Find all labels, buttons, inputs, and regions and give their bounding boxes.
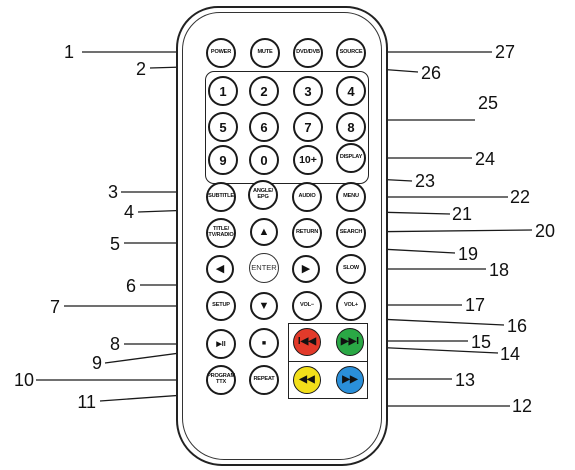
audio-button[interactable]: AUDIO <box>292 182 322 212</box>
program-ttx-button[interactable]: PROGRAM TTX <box>206 365 236 395</box>
num-5-button[interactable]: 5 <box>208 112 238 142</box>
callout-19: 19 <box>458 244 479 264</box>
num-6-button[interactable]: 6 <box>249 112 279 142</box>
callout-11: 11 <box>77 392 96 412</box>
right-arrow-button[interactable]: ▶ <box>292 255 320 283</box>
num-0-button[interactable]: 0 <box>249 145 279 175</box>
num-2-button[interactable]: 2 <box>249 76 279 106</box>
left-arrow-button[interactable]: ◀ <box>206 255 234 283</box>
numpad-frame <box>205 71 369 184</box>
num-10plus-button[interactable]: 10+ <box>293 145 323 175</box>
num-9-button[interactable]: 9 <box>208 145 238 175</box>
vol-minus-button[interactable]: VOL− <box>292 291 322 321</box>
slow-button[interactable]: SLOW <box>336 254 366 284</box>
callout-26: 26 <box>421 63 442 83</box>
remote-body-inner <box>182 12 382 460</box>
callout-10: 10 <box>13 370 34 390</box>
callout-13: 13 <box>455 370 476 390</box>
callout-2: 2 <box>135 59 146 79</box>
callout-9: 9 <box>91 353 102 373</box>
callout-15: 15 <box>471 332 492 352</box>
callout-1: 1 <box>63 42 74 62</box>
title-tv-radio-button[interactable]: TITLE/ TV/RADIO <box>206 218 236 248</box>
num-7-button[interactable]: 7 <box>293 112 323 142</box>
up-arrow-button[interactable]: ▲ <box>250 218 278 246</box>
stop-button[interactable]: ■ <box>249 328 279 358</box>
callout-7: 7 <box>49 297 60 317</box>
mute-button[interactable]: MUTE <box>250 38 280 68</box>
num-3-button[interactable]: 3 <box>293 76 323 106</box>
callout-17: 17 <box>465 295 486 315</box>
vol-plus-button[interactable]: VOL+ <box>336 291 366 321</box>
color-keys-divider <box>288 361 368 362</box>
callout-21: 21 <box>452 204 473 224</box>
num-1-button[interactable]: 1 <box>208 76 238 106</box>
source-button[interactable]: SOURCE <box>336 38 366 68</box>
power-button[interactable]: POWER <box>206 38 236 68</box>
callout-22: 22 <box>510 187 531 207</box>
play-pause-button[interactable]: ▶II <box>206 329 236 359</box>
callout-3: 3 <box>107 182 118 202</box>
callout-27: 27 <box>495 42 516 62</box>
callout-16: 16 <box>507 316 528 336</box>
search-button[interactable]: SEARCH <box>336 218 366 248</box>
enter-button[interactable]: ENTER <box>249 253 279 283</box>
callout-12: 12 <box>512 396 533 416</box>
repeat-button[interactable]: REPEAT <box>249 365 279 395</box>
callout-18: 18 <box>489 260 510 280</box>
num-8-button[interactable]: 8 <box>336 112 366 142</box>
callout-4: 4 <box>123 202 134 222</box>
return-button[interactable]: RETURN <box>292 218 322 248</box>
prev-red-button[interactable]: I◀◀ <box>293 328 321 356</box>
down-arrow-button[interactable]: ▼ <box>250 292 278 320</box>
dvd-dvb-button[interactable]: DVD/DVB <box>293 38 323 68</box>
rewind-yellow-button[interactable]: ◀◀ <box>293 366 321 394</box>
callout-14: 14 <box>500 344 521 364</box>
callout-24: 24 <box>475 149 496 169</box>
callout-25: 25 <box>478 93 499 113</box>
display-button[interactable]: DISPLAY <box>336 143 366 173</box>
angle-epg-button[interactable]: ANGLE/ EPG <box>248 180 278 210</box>
callout-23: 23 <box>415 171 436 191</box>
setup-button[interactable]: SETUP <box>206 291 236 321</box>
callout-5: 5 <box>109 234 120 254</box>
callout-20: 20 <box>535 221 556 241</box>
menu-button[interactable]: MENU <box>336 182 366 212</box>
callout-8: 8 <box>109 334 120 354</box>
num-4-button[interactable]: 4 <box>336 76 366 106</box>
subtitle-button[interactable]: SUBTITLE <box>206 182 236 212</box>
callout-6: 6 <box>125 276 136 296</box>
next-green-button[interactable]: ▶▶I <box>336 328 364 356</box>
forward-blue-button[interactable]: ▶▶ <box>336 366 364 394</box>
